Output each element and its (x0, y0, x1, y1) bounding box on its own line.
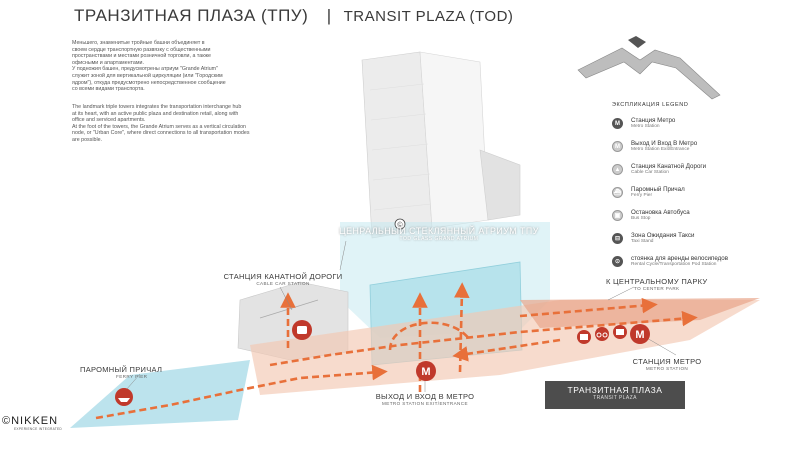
metro-station-marker-icon: M (630, 324, 650, 344)
center-park-label-ru: К ЦЕНТРАЛЬНОМУ ПАРКУ (606, 277, 708, 286)
bus-icon: ▣ (612, 210, 623, 221)
page-title: ТРАНЗИТНАЯ ПЛАЗА (ТПУ) | TRANSIT PLAZA (… (74, 6, 513, 30)
bus-marker-icon (577, 330, 591, 344)
legend-item-ru: Станция Канатной Дороги (631, 163, 707, 170)
description-line: офисными и апартаментами. (72, 59, 144, 66)
metro-exit-label-ru: ВЫХОД И ВХОД В МЕТРО (375, 392, 475, 401)
description-line: office and serviced apartments. (72, 117, 146, 124)
metro-entrance-marker-icon: M (416, 361, 436, 381)
taxi-icon: ⊟ (612, 233, 623, 244)
legend-item-en: Cable Car Station (631, 170, 669, 175)
tower (361, 51, 521, 239)
ferry-marker-icon (115, 388, 133, 406)
description-line: У подножия башен, предусмотрены атриум "… (72, 66, 218, 73)
transit-plaza-label: ТРАНЗИТНАЯ ПЛАЗА TRANSIT PLAZA (545, 381, 685, 409)
transit-plaza-label-en: TRANSIT PLAZA (593, 395, 637, 401)
description-line: ядром"), откуда предусмотрено непосредст… (72, 79, 226, 86)
metro-station-label-ru: СТАНЦИЯ МЕТРО (632, 357, 702, 366)
legend-item-en: Ferry Pier (631, 193, 653, 198)
description-line: node, or "Urban Core", where direct conn… (72, 130, 250, 137)
legend-item-ru: Паромный Причал (631, 186, 685, 193)
ferry-icon: ⛴ (612, 187, 623, 198)
legend-item-ru: Остановка Автобуса (631, 209, 690, 216)
ferry-pier-label: ПАРОМНЫЙ ПРИЧАЛ FERRY PIER (80, 365, 180, 379)
cable-car-label-ru: СТАНЦИЯ КАНАТНОЙ ДОРОГИ (223, 272, 343, 281)
logo-subtitle: EXPERIENCE INTEGRATED (14, 427, 63, 431)
title-en: TRANSIT PLAZA (TOD) (343, 8, 514, 25)
metro-exit-label-en: METRO STATION EXIT/ENTRANCE (382, 401, 468, 406)
bicycle-marker-icon (595, 327, 609, 341)
cable-car-icon: ▲ (612, 164, 623, 175)
description-line: своем сердце транспортную развязку с общ… (72, 46, 211, 53)
copyright-mark-icon: © (394, 218, 406, 230)
metro-entrance-icon: M (612, 141, 623, 152)
atrium-label: ЦЕНРАЛЬНЫЙ СТЕКЛЯННЫЙ АТРИУМ ТПУ TOD GLA… (328, 226, 550, 242)
description-line: at its heart, with an active public plaz… (72, 110, 239, 117)
legend-item-ru: Станция Метро (631, 117, 676, 124)
svg-text:©: © (397, 221, 403, 229)
cable-car-label-en: CABLE CAR STATION (256, 281, 310, 286)
nikken-logo: ©NIKKEN EXPERIENCE INTEGRATED (2, 415, 62, 431)
description-line: are possible. (72, 136, 103, 143)
center-park-label: К ЦЕНТРАЛЬНОМУ ПАРКУ TO CENTER PARK (606, 277, 726, 291)
ferry-pier-label-en: FERRY PIER (116, 374, 148, 379)
bicycle-icon: ⊙ (612, 256, 623, 267)
key-plan (577, 36, 721, 100)
description-line: пространствами и местами розничной торго… (72, 53, 211, 60)
svg-text:M: M (421, 366, 430, 378)
center-park-label-en: TO CENTER PARK (634, 286, 680, 291)
metro-station-label: СТАНЦИЯ МЕТРО METRO STATION (622, 357, 712, 371)
legend-title: ЭКСПЛИКАЦИЯ LEGEND (612, 102, 689, 108)
logo-text: ©NIKKEN (2, 415, 59, 427)
legend-item-en: Taxi Stand (631, 239, 654, 244)
title-ru: ТРАНЗИТНАЯ ПЛАЗА (ТПУ) (74, 6, 309, 25)
legend-item-en: Rental Cycle/Transportation Pod Station (631, 262, 717, 267)
pedestrian-routes (95, 282, 698, 420)
description-line: The landmark triple towers integrates th… (72, 104, 242, 110)
legend-item-ru: стоянка для аренды велосипедов (631, 255, 728, 262)
metro-exit-label: ВЫХОД И ВХОД В МЕТРО METRO STATION EXIT/… (360, 392, 490, 406)
taxi-marker-icon (613, 325, 627, 339)
description-line: At the foot of the towers, the Grande At… (72, 123, 246, 130)
description-line: со всеми видами транспорта. (72, 86, 145, 93)
legend-item-en: Metro Station (631, 124, 660, 129)
legend-item-en: Metro Station Exit/Entrance (631, 147, 690, 152)
transit-plaza-label-ru: ТРАНЗИТНАЯ ПЛАЗА (567, 385, 663, 395)
description-line: служит зоной для вертикальной циркуляции… (72, 72, 223, 79)
metro-icon: M (612, 118, 623, 129)
title-separator: | (326, 6, 332, 25)
description-line: Меньшего, знаменитые тройные башни объед… (72, 40, 205, 46)
atrium-label-ru: ЦЕНРАЛЬНЫЙ СТЕКЛЯННЫЙ АТРИУМ ТПУ (339, 226, 539, 236)
svg-text:M: M (635, 329, 644, 341)
atrium-label-en: TOD GLASS GRAND ATRIUM (399, 236, 479, 242)
legend-item-ru: Выход И Вход В Метро (631, 140, 698, 147)
ferry-pier-label-ru: ПАРОМНЫЙ ПРИЧАЛ (80, 365, 163, 374)
metro-station-label-en: METRO STATION (645, 366, 689, 371)
legend-item-en: Bus Stop (631, 216, 651, 221)
legend-item-ru: Зона Ожидания Такси (631, 232, 695, 239)
cable-car-marker-icon (292, 320, 312, 340)
description-en: The landmark triple towers integrates th… (72, 104, 287, 144)
cable-car-label: СТАНЦИЯ КАНАТНОЙ ДОРОГИ CABLE CAR STATIO… (222, 272, 344, 286)
description-ru: Меньшего, знаменитые тройные башни объед… (72, 40, 287, 93)
